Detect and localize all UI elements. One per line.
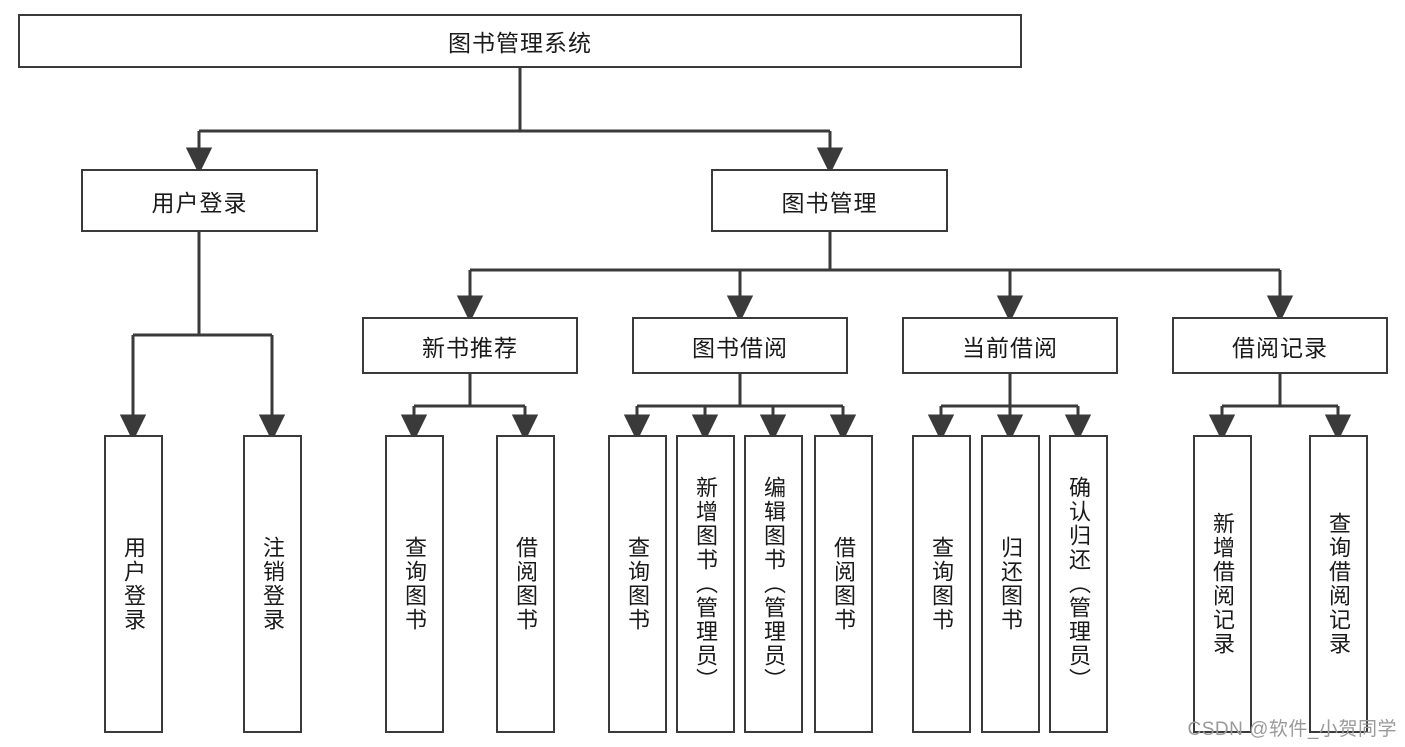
node-root-system[interactable]: 图书管理系统 bbox=[18, 14, 1022, 68]
node-label: 借阅图书 bbox=[831, 536, 857, 632]
leaf-add-book-admin[interactable]: 新增图书（管理员） bbox=[676, 435, 735, 733]
watermark-text: CSDN @软件_小贺同学 bbox=[1187, 719, 1397, 740]
node-label: 新增借阅记录 bbox=[1210, 512, 1236, 656]
node-label: 图书借阅 bbox=[692, 334, 788, 361]
leaf-query-book-current[interactable]: 查询图书 bbox=[912, 435, 971, 733]
leaf-add-borrow-record[interactable]: 新增借阅记录 bbox=[1193, 435, 1252, 733]
node-label: 用户登录 bbox=[151, 189, 248, 216]
node-new-book-recommend[interactable]: 新书推荐 bbox=[362, 317, 578, 374]
node-label: 图书管理系统 bbox=[448, 30, 592, 56]
leaf-return-book[interactable]: 归还图书 bbox=[981, 435, 1040, 733]
leaf-logout[interactable]: 注销登录 bbox=[243, 435, 302, 733]
node-label: 归还图书 bbox=[998, 536, 1024, 632]
node-label: 编辑图书（管理员） bbox=[761, 476, 787, 692]
leaf-confirm-return-admin[interactable]: 确认归还（管理员） bbox=[1049, 435, 1108, 733]
node-label: 确认归还（管理员） bbox=[1066, 476, 1092, 692]
node-label: 查询图书 bbox=[929, 536, 955, 632]
node-label: 注销登录 bbox=[260, 536, 286, 632]
leaf-borrow-book[interactable]: 借阅图书 bbox=[814, 435, 873, 733]
node-label: 查询图书 bbox=[402, 536, 428, 632]
leaf-query-borrow-record[interactable]: 查询借阅记录 bbox=[1309, 435, 1368, 733]
node-current-borrow[interactable]: 当前借阅 bbox=[902, 317, 1118, 374]
node-label: 借阅记录 bbox=[1232, 334, 1328, 361]
node-label: 新增图书（管理员） bbox=[693, 476, 719, 692]
leaf-user-login[interactable]: 用户登录 bbox=[104, 435, 163, 733]
leaf-borrow-book-new[interactable]: 借阅图书 bbox=[496, 435, 555, 733]
node-label: 借阅图书 bbox=[513, 536, 539, 632]
node-label: 当前借阅 bbox=[962, 334, 1058, 361]
leaf-edit-book-admin[interactable]: 编辑图书（管理员） bbox=[744, 435, 803, 733]
node-label: 新书推荐 bbox=[422, 334, 518, 361]
leaf-query-book-new[interactable]: 查询图书 bbox=[385, 435, 444, 733]
node-user-login[interactable]: 用户登录 bbox=[81, 169, 318, 232]
node-borrow-record[interactable]: 借阅记录 bbox=[1172, 317, 1388, 374]
node-label: 图书管理 bbox=[781, 189, 878, 216]
node-book-borrow[interactable]: 图书借阅 bbox=[632, 317, 848, 374]
node-label: 查询借阅记录 bbox=[1326, 512, 1352, 656]
node-book-manage[interactable]: 图书管理 bbox=[711, 169, 948, 232]
node-label: 查询图书 bbox=[625, 536, 651, 632]
leaf-query-book-borrow[interactable]: 查询图书 bbox=[608, 435, 667, 733]
node-label: 用户登录 bbox=[121, 536, 147, 632]
